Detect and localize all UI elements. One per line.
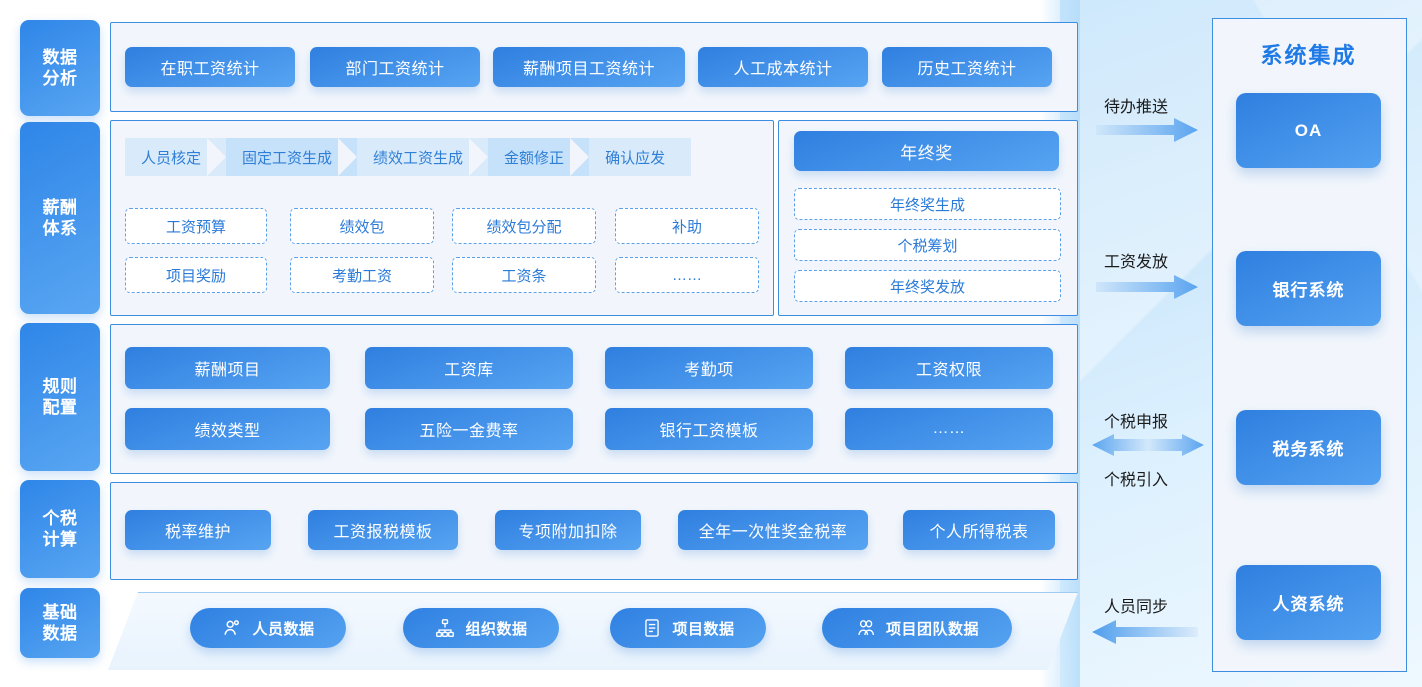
connector-label-salary-payout: 工资发放	[1104, 254, 1169, 271]
sidebar-label-line2: 数据	[42, 624, 78, 643]
btn-performance-type[interactable]: 绩效类型	[125, 408, 330, 450]
bonus-payout[interactable]: 年终奖发放	[794, 270, 1061, 302]
document-icon	[641, 617, 663, 639]
arrow-left-person-sync	[1092, 620, 1198, 644]
sidebar-item-tax-calc[interactable]: 个税 计算	[20, 480, 100, 578]
tile-more[interactable]: ……	[615, 257, 759, 293]
btn-onjob-salary-stat[interactable]: 在职工资统计	[125, 47, 295, 87]
system-hr[interactable]: 人资系统	[1236, 565, 1381, 640]
bonus-header[interactable]: 年终奖	[794, 131, 1059, 171]
btn-rule-more[interactable]: ……	[845, 408, 1053, 450]
sidebar-label-line1: 数据	[42, 48, 78, 67]
flow-step-confirm-payable[interactable]: 确认应发	[570, 138, 692, 176]
btn-insurance-rate[interactable]: 五险一金费率	[365, 408, 573, 450]
btn-dept-salary-stat[interactable]: 部门工资统计	[310, 47, 480, 87]
sidebar-label-line2: 计算	[42, 530, 78, 549]
team-icon	[855, 617, 877, 639]
sidebar-item-data-analysis[interactable]: 数据 分析	[20, 20, 100, 116]
btn-salary-permission[interactable]: 工资权限	[845, 347, 1053, 389]
sidebar-label-line1: 规则	[42, 377, 78, 396]
pill-label: 人员数据	[252, 620, 315, 638]
person-icon	[221, 617, 243, 639]
flow-step-performance-salary[interactable]: 绩效工资生成	[338, 138, 490, 176]
connector-label-person-sync: 人员同步	[1104, 599, 1169, 616]
sidebar-label-line1: 薪酬	[42, 198, 78, 217]
tile-subsidy[interactable]: 补助	[615, 208, 759, 244]
btn-attendance-item[interactable]: 考勤项	[605, 347, 813, 389]
btn-special-deduction[interactable]: 专项附加扣除	[495, 510, 641, 550]
btn-annual-bonus-rate[interactable]: 全年一次性奖金税率	[678, 510, 868, 550]
btn-history-salary-stat[interactable]: 历史工资统计	[882, 47, 1052, 87]
pill-label: 项目团队数据	[885, 620, 979, 638]
btn-bank-salary-template[interactable]: 银行工资模板	[605, 408, 813, 450]
sidebar-label-line2: 分析	[42, 69, 78, 88]
arrow-right-todo-push	[1096, 118, 1198, 142]
system-bank[interactable]: 银行系统	[1236, 251, 1381, 326]
system-tax[interactable]: 税务系统	[1236, 410, 1381, 485]
btn-salary-library[interactable]: 工资库	[365, 347, 573, 389]
arrow-bidirectional-tax	[1092, 434, 1204, 456]
btn-income-tax-table[interactable]: 个人所得税表	[903, 510, 1055, 550]
tile-salary-budget[interactable]: 工资预算	[125, 208, 267, 244]
sidebar-item-salary-system[interactable]: 薪酬 体系	[20, 122, 100, 314]
btn-labor-cost-stat[interactable]: 人工成本统计	[698, 47, 868, 87]
connector-label-tax-import: 个税引入	[1104, 472, 1169, 489]
integration-title: 系统集成	[1260, 43, 1357, 68]
pill-label: 项目数据	[672, 620, 735, 638]
salary-process-flow: 人员核定 固定工资生成 绩效工资生成 金额修正 确认应发	[125, 138, 692, 176]
btn-salary-item-stat[interactable]: 薪酬项目工资统计	[493, 47, 685, 87]
flow-step-fixed-salary[interactable]: 固定工资生成	[207, 138, 359, 176]
sidebar-item-rule-config[interactable]: 规则 配置	[20, 323, 100, 471]
sidebar-label-line2: 配置	[42, 398, 78, 417]
btn-salary-tax-template[interactable]: 工资报税模板	[308, 510, 458, 550]
pill-project-team-data[interactable]: 项目团队数据	[822, 608, 1012, 648]
arrow-right-salary-payout	[1096, 275, 1198, 299]
tile-performance-allocation[interactable]: 绩效包分配	[452, 208, 596, 244]
sidebar-label-line2: 体系	[42, 219, 78, 238]
bonus-tax-planning[interactable]: 个税筹划	[794, 229, 1061, 261]
tile-performance-pool[interactable]: 绩效包	[290, 208, 434, 244]
btn-salary-item[interactable]: 薪酬项目	[125, 347, 330, 389]
tile-attendance-salary[interactable]: 考勤工资	[290, 257, 434, 293]
pill-org-data[interactable]: 组织数据	[403, 608, 559, 648]
sidebar-label-line1: 基础	[42, 603, 78, 622]
pill-project-data[interactable]: 项目数据	[610, 608, 766, 648]
org-tree-icon	[434, 617, 456, 639]
tile-payslip[interactable]: 工资条	[452, 257, 596, 293]
pill-personnel-data[interactable]: 人员数据	[190, 608, 346, 648]
sidebar-item-basic-data[interactable]: 基础 数据	[20, 588, 100, 658]
bonus-generate[interactable]: 年终奖生成	[794, 188, 1061, 220]
tile-project-bonus[interactable]: 项目奖励	[125, 257, 267, 293]
btn-tax-rate-maintain[interactable]: 税率维护	[125, 510, 271, 550]
connector-label-tax-declare: 个税申报	[1104, 414, 1169, 431]
system-oa[interactable]: OA	[1236, 93, 1381, 168]
sidebar-label-line1: 个税	[42, 509, 78, 528]
pill-label: 组织数据	[465, 620, 528, 638]
connector-label-todo-push: 待办推送	[1104, 99, 1169, 116]
